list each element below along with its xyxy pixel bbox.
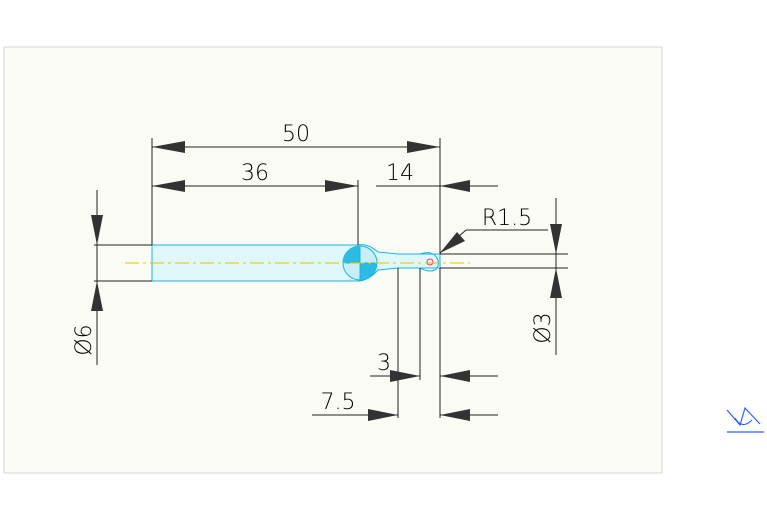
dim-7-5: 7.5 <box>321 390 356 415</box>
dim-36: 36 <box>241 161 269 186</box>
dim-r1-5: R1.5 <box>482 206 532 231</box>
dim-50: 50 <box>282 122 310 147</box>
arrowheads <box>91 141 562 421</box>
dim-diameter-6: Ø6 <box>72 324 97 355</box>
tip-mark <box>426 258 434 266</box>
dim-diameter-3: Ø3 <box>531 312 556 343</box>
dim-14: 14 <box>386 161 414 186</box>
dim-3: 3 <box>377 351 391 376</box>
ucs-icon[interactable] <box>726 406 764 433</box>
